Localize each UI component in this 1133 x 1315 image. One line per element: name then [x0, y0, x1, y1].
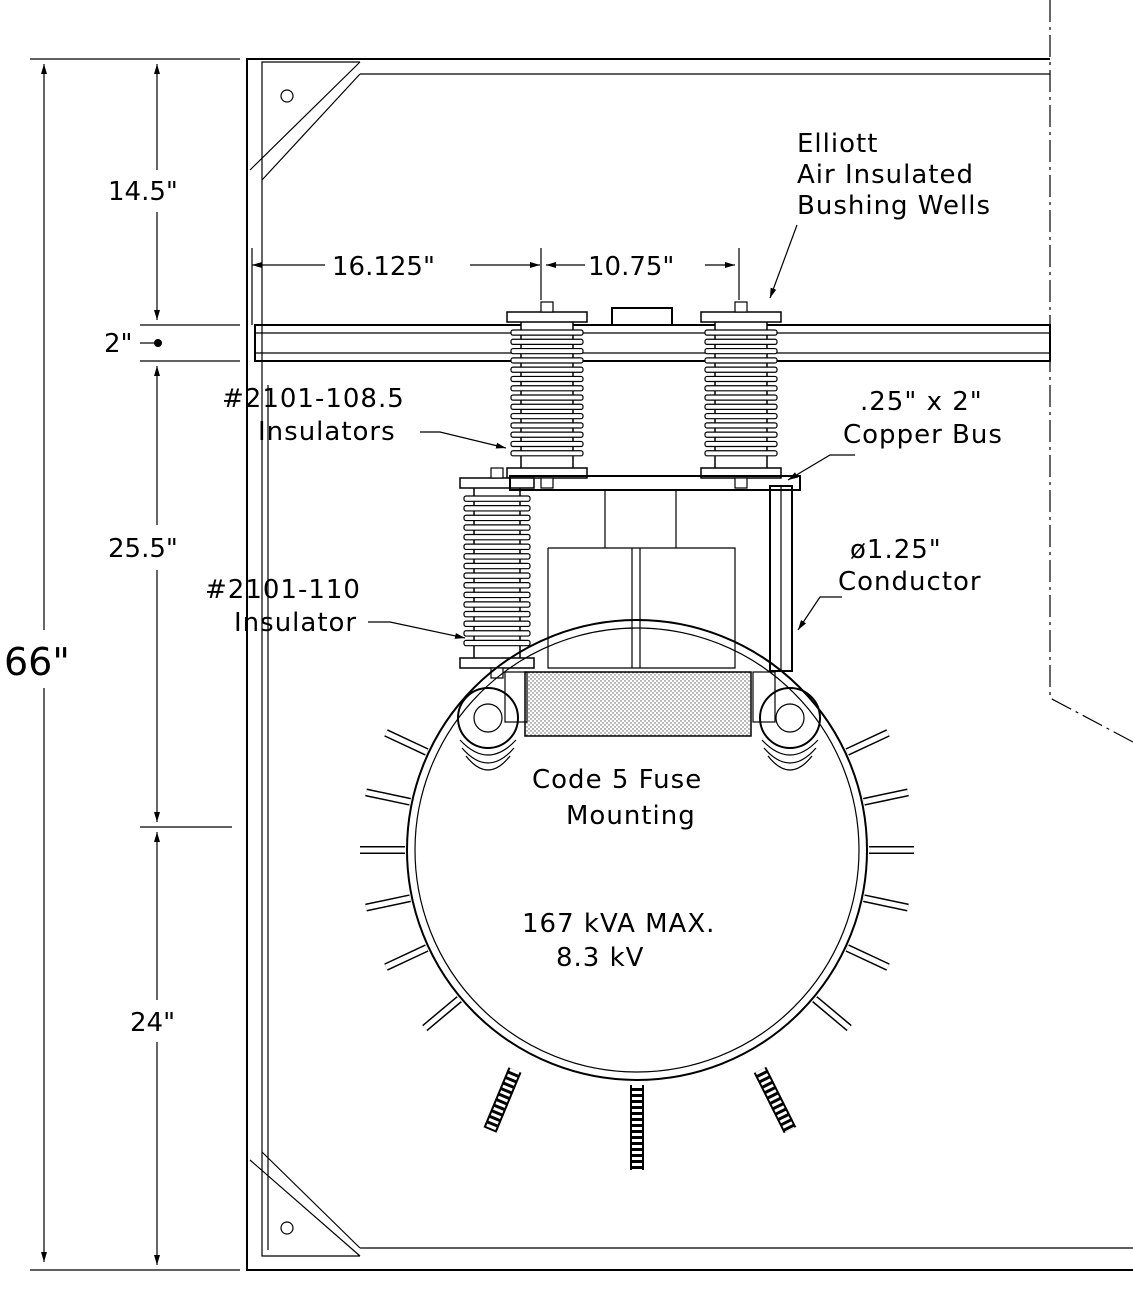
support-lug: [753, 1066, 797, 1134]
dim-middle: 25.5": [108, 534, 178, 564]
fuse-label-2: Mounting: [566, 801, 696, 831]
dim-channel: 2": [104, 329, 133, 359]
copper-bus: [509, 475, 801, 669]
bus-label-1: .25" x 2": [860, 387, 983, 417]
insulator-label-2: Insulator: [234, 608, 357, 638]
insulator-left: [506, 301, 588, 489]
bus-label-2: Copper Bus: [843, 420, 1003, 450]
rating-label-2: 8.3 kV: [556, 943, 644, 973]
channel-member: [254, 307, 1051, 362]
mounting-hole: [280, 89, 294, 103]
dim-horizontal-left: 16.125": [332, 252, 435, 282]
conductor: [769, 485, 793, 672]
rating-label-1: 167 kVA MAX.: [522, 909, 715, 939]
fuse-label-1: Code 5 Fuse: [532, 765, 702, 795]
dim-overall: 66": [4, 640, 70, 684]
bushing-label-3: Bushing Wells: [797, 191, 991, 221]
leader-lines: [368, 224, 855, 639]
conductor-label-1: ø1.25": [850, 535, 942, 565]
insulators-label-2: Insulators: [258, 417, 396, 447]
frame: [246, 0, 1133, 1271]
cooling-fins: [360, 729, 914, 1170]
bushing-label-2: Air Insulated: [797, 160, 974, 190]
transformer-tank: [406, 619, 868, 1081]
bushing-label-1: Elliott: [797, 129, 878, 159]
callout-labels: Elliott Air Insulated Bushing Wells #210…: [205, 129, 1003, 973]
dim-top: 14.5": [108, 177, 178, 207]
mounting-hole: [280, 1221, 294, 1235]
dimension-labels: 66" 14.5" 2" 25.5" 24" 16.125" 10.75": [4, 177, 674, 1038]
insulator-right: [700, 301, 782, 489]
dim-bottom: 24": [130, 1008, 175, 1038]
dimension-lines: [30, 58, 740, 1271]
dim-horizontal-spacing: 10.75": [588, 252, 674, 282]
insulators-label-1: #2101-108.5: [222, 384, 405, 414]
insulators-group: [459, 301, 782, 679]
fuse-mounting: [457, 671, 821, 771]
conductor-label-2: Conductor: [838, 567, 982, 597]
insulator-label-1: #2101-110: [205, 575, 361, 605]
insulator-lower: [459, 467, 535, 679]
